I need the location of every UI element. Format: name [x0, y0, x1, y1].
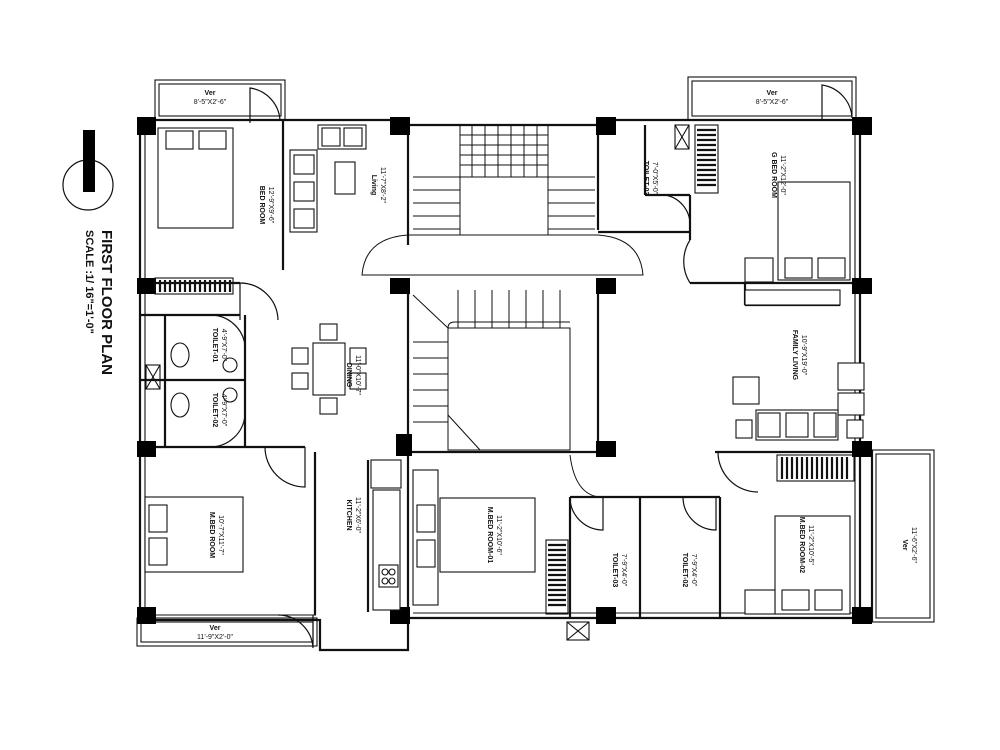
svg-text:KITCHEN: KITCHEN [345, 499, 352, 530]
svg-text:Ver: Ver [210, 625, 221, 632]
svg-text:FAMILY LIVING: FAMILY LIVING [791, 330, 798, 381]
svg-text:11'-6"X2'-6": 11'-6"X2'-6" [910, 527, 917, 563]
svg-text:M.BED ROOM-01: M.BED ROOM-01 [486, 507, 493, 564]
svg-text:11'-2"X10'-5": 11'-2"X10'-5" [807, 525, 814, 565]
svg-text:11'-2"X6'-0": 11'-2"X6'-0" [354, 497, 361, 533]
room-label-kitchen: KITCHEN 11'-2"X6'-0" [345, 497, 361, 533]
north-symbol [62, 130, 114, 211]
room-label-ver-top-right: Ver 8'-5"X2'-6" [756, 90, 789, 106]
svg-text:11'-2"X10'-6": 11'-2"X10'-6" [495, 515, 502, 555]
svg-text:11'-7"X8'-2": 11'-7"X8'-2" [379, 167, 386, 203]
svg-text:11'-9"X2'-0": 11'-9"X2'-0" [197, 634, 233, 641]
room-label-ver-bottom-right: Ver 11'-6"X2'-6" [901, 527, 917, 563]
room-label-living: Living 11'-7"X8'-2" [370, 167, 386, 203]
balcony-hatches [145, 124, 855, 641]
svg-text:TOILET-02: TOILET-02 [211, 393, 218, 428]
room-label-dining: DINING 11'-0"X10'-7" [345, 355, 361, 395]
svg-text:DINING: DINING [345, 363, 352, 388]
svg-text:7'-9"X4'-0": 7'-9"X4'-0" [620, 554, 627, 587]
svg-text:Living: Living [370, 175, 377, 196]
room-label-toilet-03: TOILET-03 7'-0"X5'-0" [642, 161, 658, 196]
room-label-ver-top-left: Ver 8'-5"X2'-6" [194, 90, 227, 106]
svg-text:TOILET-01: TOILET-01 [211, 328, 218, 363]
furniture [144, 124, 865, 615]
room-label-m-bed-room-02: M.BED ROOM-02 11'-2"X10'-5" [798, 517, 814, 574]
svg-text:TOILET-03: TOILET-03 [642, 161, 649, 196]
svg-text:10'-7"X11'-7": 10'-7"X11'-7" [217, 515, 224, 555]
room-label-family-living: FAMILY LIVING 10'-9"X19'-0" [791, 330, 807, 381]
svg-text:7'-0"X5'-0": 7'-0"X5'-0" [651, 162, 658, 195]
room-label-toilet-02b: TOILET-02 7'-9"X4'-0" [681, 553, 697, 588]
svg-text:Ver: Ver [767, 90, 778, 97]
svg-text:8'-5"X2'-6": 8'-5"X2'-6" [194, 99, 227, 106]
svg-text:TOILET-03: TOILET-03 [611, 553, 618, 588]
svg-text:10'-9"X19'-0": 10'-9"X19'-0" [800, 335, 807, 376]
room-label-toilet-02: TOILET-02 4'-9"X7'-0" [211, 393, 227, 428]
svg-text:11'-2"X12'-0": 11'-2"X12'-0" [779, 155, 786, 195]
svg-text:M.BED ROOM: M.BED ROOM [208, 512, 215, 558]
door-swings [210, 84, 853, 649]
svg-text:Ver: Ver [205, 90, 216, 97]
room-label-ver-bottom-left: Ver 11'-9"X2'-0" [197, 625, 233, 641]
svg-text:BED ROOM: BED ROOM [258, 186, 265, 225]
svg-text:7'-9"X4'-0": 7'-9"X4'-0" [690, 554, 697, 587]
plan-scale: SCALE :1/ 16"=1'-0" [83, 230, 95, 334]
room-label-m-bed-room: M.BED ROOM 10'-7"X11'-7" [208, 512, 224, 558]
columns [137, 117, 872, 624]
room-label-toilet-01: TOILET-01 4'-9"X7'-0" [211, 328, 227, 363]
title-block: FIRST FLOOR PLAN SCALE :1/ 16"=1'-0" [83, 230, 115, 375]
svg-text:11'-0"X10'-7": 11'-0"X10'-7" [354, 355, 361, 395]
room-label-toilet-03b: TOILET-03 7'-9"X4'-0" [611, 553, 627, 588]
svg-text:8'-5"X2'-6": 8'-5"X2'-6" [756, 99, 789, 106]
room-label-bed-room: BED ROOM 12'-9"X9'-6" [258, 186, 274, 225]
svg-text:TOILET-02: TOILET-02 [681, 553, 688, 588]
svg-text:M.BED ROOM-02: M.BED ROOM-02 [798, 517, 805, 574]
plan-title: FIRST FLOOR PLAN [98, 230, 115, 375]
room-label-g-bed-room: G BED ROOM 11'-2"X12'-0" [770, 152, 786, 198]
room-label-m-bed-room-01: M.BED ROOM-01 11'-2"X10'-6" [486, 507, 502, 564]
svg-text:Ver: Ver [901, 540, 908, 551]
svg-text:4'-9"X7'-0": 4'-9"X7'-0" [220, 394, 227, 427]
svg-text:4'-9"X7'-0": 4'-9"X7'-0" [220, 329, 227, 362]
svg-text:12'-9"X9'-6": 12'-9"X9'-6" [267, 187, 274, 224]
staircase [361, 124, 700, 498]
svg-text:G BED ROOM: G BED ROOM [770, 152, 777, 198]
